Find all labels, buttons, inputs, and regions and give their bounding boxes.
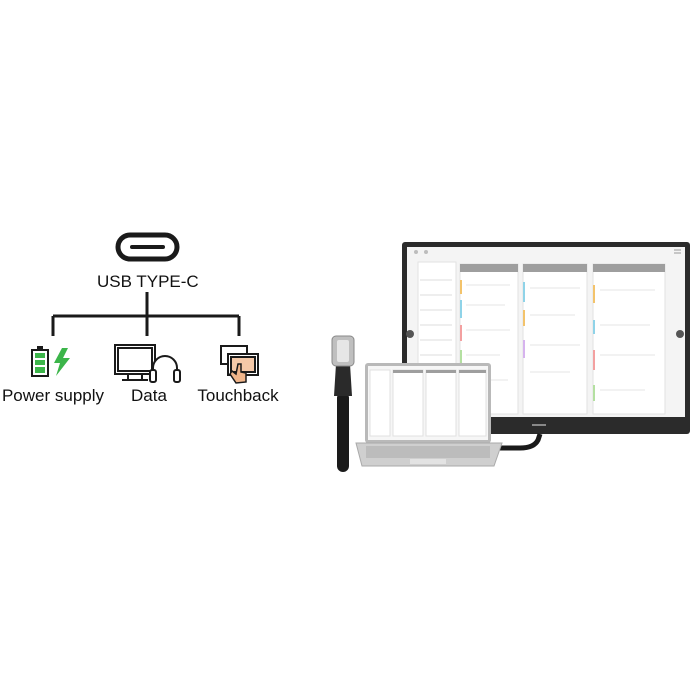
usb-c-cable	[488, 433, 543, 451]
laptop	[355, 363, 503, 467]
feature-label-touchback: Touchback	[197, 386, 279, 405]
feature-label-power-supply: Power supply	[1, 386, 105, 405]
branch-lines	[51, 292, 241, 336]
usb-c-plug	[331, 335, 355, 472]
usb-type-c-title: USB TYPE-C	[97, 272, 199, 291]
monitor-headphones-icon	[114, 344, 181, 383]
calendar-columns	[459, 263, 666, 415]
touch-screen-icon	[220, 345, 259, 384]
battery-charging-icon	[31, 346, 70, 377]
feature-label-data: Data	[131, 386, 167, 405]
usb-c-port-icon	[115, 232, 180, 262]
